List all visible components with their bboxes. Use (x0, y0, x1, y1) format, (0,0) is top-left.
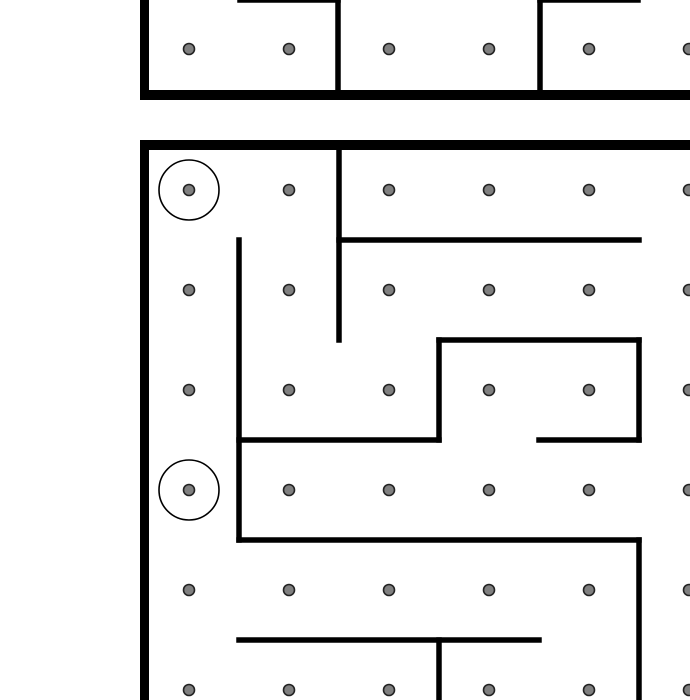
grey-dot-icon (682, 583, 690, 597)
grey-dot-icon (682, 483, 690, 497)
grey-dot-icon (182, 483, 196, 497)
grey-dot-icon (682, 183, 690, 197)
circle-ring-icon (158, 459, 220, 521)
grey-dot-icon (482, 583, 496, 597)
grey-dot-icon (282, 583, 296, 597)
grey-dot-icon (282, 483, 296, 497)
grey-dot-icon (282, 383, 296, 397)
grey-dot-icon (382, 383, 396, 397)
grey-dot-icon (682, 683, 690, 697)
grey-dot-icon (482, 42, 496, 56)
grey-dot-icon (282, 183, 296, 197)
grey-dot-icon (382, 42, 396, 56)
grey-dot-icon (382, 683, 396, 697)
grey-dot-icon (482, 683, 496, 697)
grey-dot-icon (382, 283, 396, 297)
grey-dot-icon (582, 283, 596, 297)
outer-wall (140, 90, 690, 100)
grey-dot-icon (182, 583, 196, 597)
grey-dot-icon (582, 483, 596, 497)
grey-dot-icon (182, 383, 196, 397)
grey-dot-icon (282, 683, 296, 697)
grey-dot-icon (382, 483, 396, 497)
grey-dot-icon (182, 283, 196, 297)
outer-wall (140, 0, 149, 100)
grey-dot-icon (282, 42, 296, 56)
grey-dot-icon (582, 42, 596, 56)
grey-dot-icon (582, 383, 596, 397)
grey-dot-icon (482, 383, 496, 397)
grey-dot-icon (682, 42, 690, 56)
grey-dot-icon (382, 583, 396, 597)
grey-dot-icon (482, 183, 496, 197)
grey-dot-icon (582, 183, 596, 197)
grid-dots (182, 42, 690, 697)
grey-dot-icon (182, 683, 196, 697)
grey-dot-icon (182, 42, 196, 56)
grey-dot-icon (682, 383, 690, 397)
grey-dot-icon (282, 283, 296, 297)
grey-dot-icon (682, 283, 690, 297)
grey-dot-icon (382, 183, 396, 197)
outer-wall (140, 140, 149, 700)
grey-dot-icon (582, 683, 596, 697)
grey-dot-icon (482, 483, 496, 497)
outer-wall (140, 140, 690, 150)
position-markers (158, 159, 220, 521)
grey-dot-icon (482, 283, 496, 297)
grey-dot-icon (182, 183, 196, 197)
circle-ring-icon (158, 159, 220, 221)
grey-dot-icon (582, 583, 596, 597)
maze-walls (140, 0, 690, 700)
